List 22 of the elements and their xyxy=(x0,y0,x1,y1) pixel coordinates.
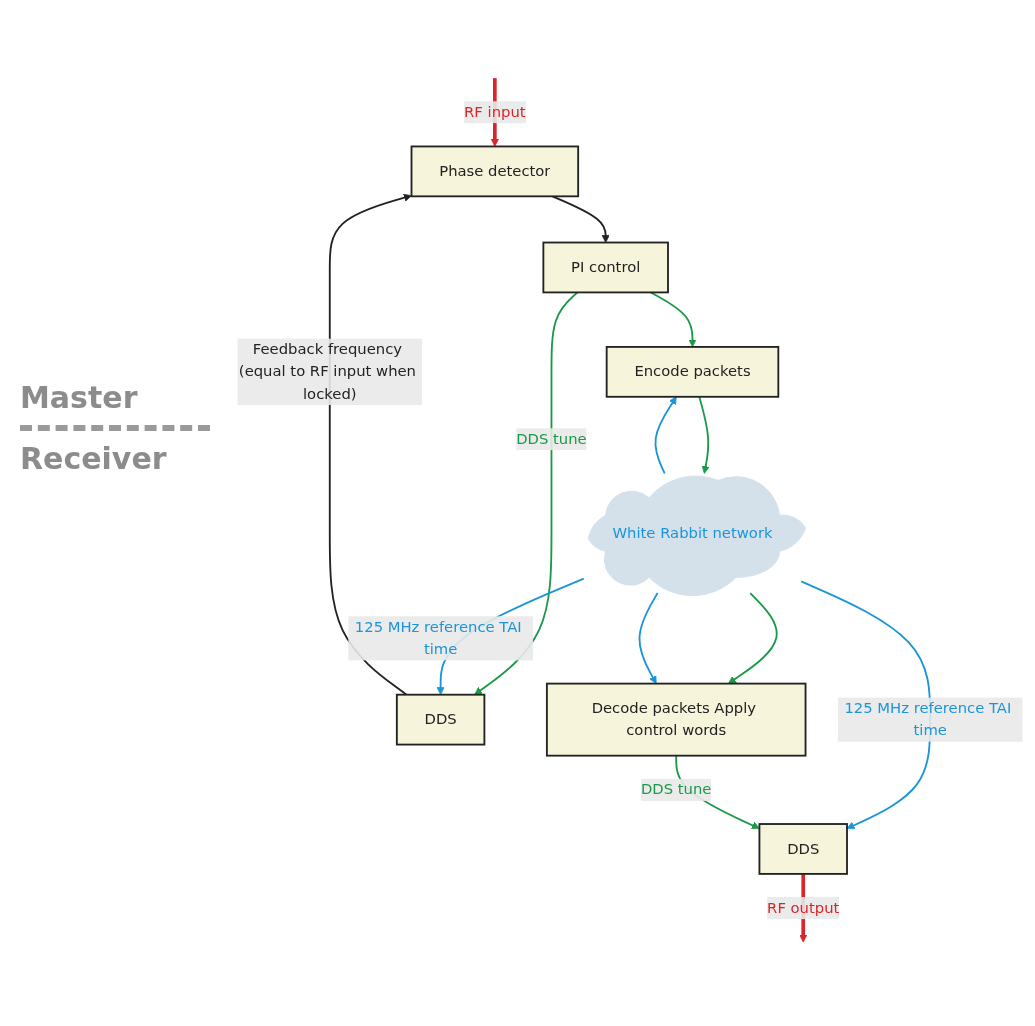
section-label: Receiver xyxy=(20,441,168,476)
arrow xyxy=(654,396,677,475)
arrow xyxy=(649,291,697,348)
arrow xyxy=(474,291,579,695)
edge-label: RF output xyxy=(767,898,840,917)
node-box: Encode packets xyxy=(605,345,780,398)
arrow xyxy=(638,591,659,684)
node-box: Decode packets Apply control words xyxy=(545,682,807,757)
arrow xyxy=(728,591,778,684)
node-box: Phase detector xyxy=(410,145,580,198)
edge-label: DDS tune xyxy=(516,429,587,448)
edge-label: Feedback frequency (equal to RF input when locked) xyxy=(238,340,416,403)
node-box: PI control xyxy=(542,241,669,294)
edge-label: RF input xyxy=(464,102,526,121)
section-label: Master xyxy=(20,380,139,415)
arrow xyxy=(551,195,610,243)
arrow xyxy=(698,395,710,474)
edge-label: 125 MHz reference TAI time xyxy=(844,699,1012,739)
node-box: DDS xyxy=(758,822,848,875)
edge-label: 125 MHz reference TAI time xyxy=(354,617,522,658)
edge-label: DDS tune xyxy=(640,780,712,798)
node-box: DDS xyxy=(395,693,486,746)
